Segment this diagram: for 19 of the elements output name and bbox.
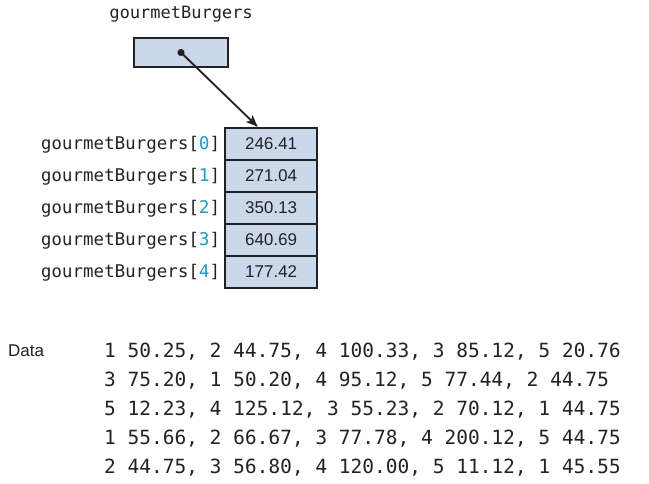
data-line: 1 50.25, 2 44.75, 4 100.33, 3 85.12, 5 20.76 [104, 338, 621, 364]
array-element-label: gourmetBurgers[4] [40, 261, 220, 284]
data-line: 1 55.66, 2 66.67, 3 77.78, 4 200.12, 5 44.75 [104, 425, 621, 451]
data-line: 5 12.23, 4 125.12, 3 55.23, 2 70.12, 1 44.75 [104, 396, 621, 422]
array-element-label: gourmetBurgers[3] [40, 229, 220, 252]
array-element-label: gourmetBurgers[2] [40, 197, 220, 220]
variable-name: gourmetBurgers [109, 2, 253, 24]
array-element-label: gourmetBurgers[1] [40, 165, 220, 188]
array-cell: 271.04 [226, 159, 316, 191]
array-cell: 350.13 [226, 191, 316, 223]
data-line: 2 44.75, 3 56.80, 4 120.00, 5 11.12, 1 45.55 [104, 454, 621, 480]
data-heading: Data [8, 340, 44, 362]
array-box [224, 127, 318, 289]
array-element-label: gourmetBurgers[0] [40, 133, 220, 156]
array-cell: 246.41 [226, 129, 316, 159]
array-cell: 177.42 [226, 255, 316, 287]
pointer-arrow [178, 49, 258, 127]
array-cell: 640.69 [226, 223, 316, 255]
data-line: 3 75.20, 1 50.20, 4 95.12, 5 77.44, 2 44.75 [104, 367, 610, 393]
